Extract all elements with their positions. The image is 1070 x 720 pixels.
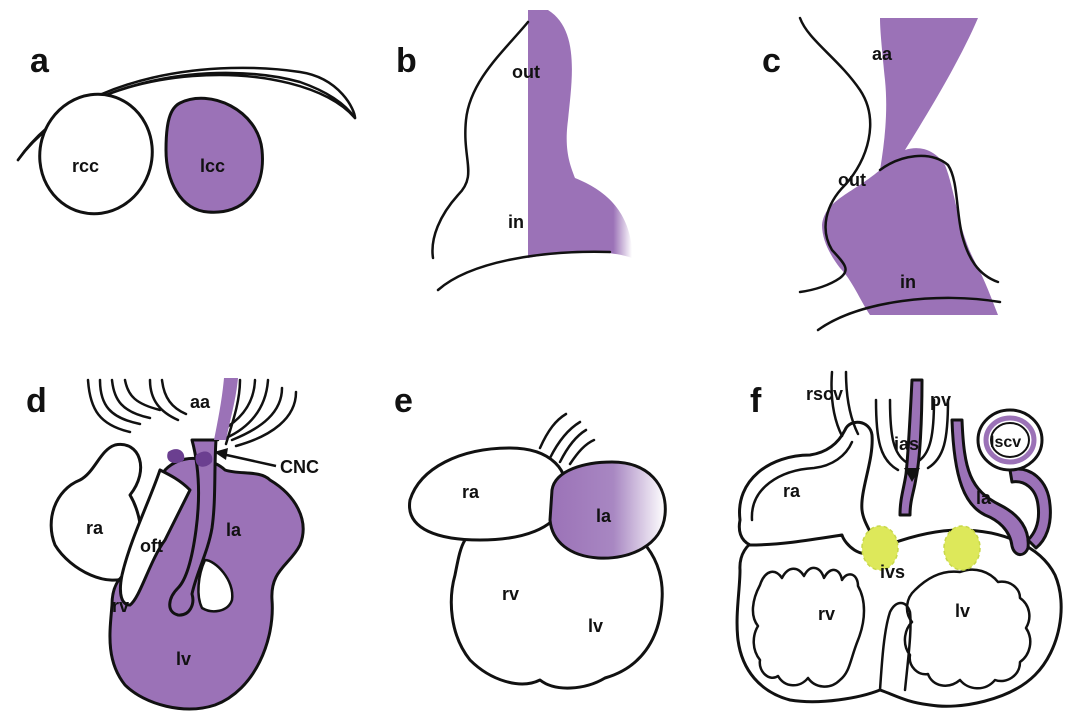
panel-letter-f: f [750, 382, 762, 420]
label-e-ra: ra [462, 482, 480, 502]
b-purple-half [528, 10, 632, 258]
label-e-la: la [596, 506, 612, 526]
label-f-rv: rv [818, 604, 835, 624]
rcc-outline [26, 82, 165, 227]
panel-letter-c: c [762, 42, 781, 80]
d-cnc-arrow [222, 454, 276, 466]
d-aortic-arches [88, 380, 296, 446]
label-f-lv: lv [955, 601, 970, 621]
label-c-aa: aa [872, 44, 893, 64]
f-ra [739, 422, 874, 553]
panel-letter-b: b [396, 42, 417, 80]
panel-letter-e: e [394, 382, 413, 420]
label-lcc: lcc [200, 156, 225, 176]
label-f-ra: ra [783, 481, 801, 501]
e-ra [410, 448, 567, 540]
d-cnc-stream [214, 378, 238, 440]
panel-f: f rscv pv ias lscv r [737, 372, 1061, 706]
label-d-cnc: CNC [280, 457, 319, 477]
label-d-la: la [226, 520, 242, 540]
f-cushion-right [944, 526, 980, 570]
d-cnc-dot-2 [167, 449, 184, 463]
b-lower-contour [438, 252, 610, 290]
label-c-in: in [900, 272, 916, 292]
panel-a: a rcc lcc [18, 42, 355, 226]
panel-letter-a: a [30, 42, 50, 80]
label-f-la: la [976, 488, 992, 508]
label-e-lv: lv [588, 616, 603, 636]
label-f-pv: pv [930, 390, 951, 410]
label-d-ra: ra [86, 518, 104, 538]
label-d-aa: aa [190, 392, 211, 412]
panel-b: b out in [396, 10, 632, 290]
label-d-lv: lv [176, 649, 191, 669]
panel-letter-d: d [26, 382, 47, 420]
panel-c: c aa out in [762, 18, 1000, 330]
panel-d: d aa CNC [26, 378, 319, 709]
label-e-rv: rv [502, 584, 519, 604]
label-f-ivs: ivs [880, 562, 905, 582]
label-d-rv: rv [112, 596, 129, 616]
label-b-in: in [508, 212, 524, 232]
label-c-out: out [838, 170, 866, 190]
label-b-out: out [512, 62, 540, 82]
label-f-lscv: lscv [990, 434, 1021, 451]
f-ventricles-outer [737, 530, 1061, 706]
label-f-ias: ias [894, 434, 919, 454]
f-rscv-vessel-1 [831, 372, 842, 436]
c-purple-region [822, 18, 998, 315]
label-rcc: rcc [72, 156, 99, 176]
label-d-oft: oft [140, 536, 163, 556]
label-f-rscv: rscv [806, 384, 843, 404]
panel-e: e ra la rv lv [394, 382, 665, 688]
